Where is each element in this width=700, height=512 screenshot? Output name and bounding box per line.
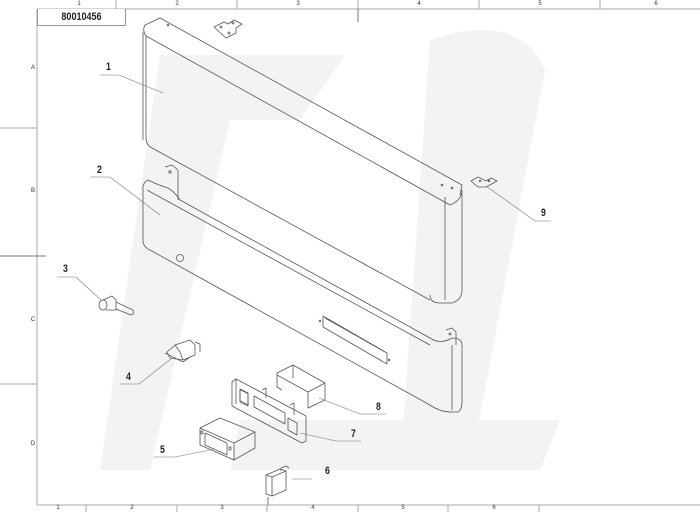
part-6-switch — [265, 465, 290, 497]
col-label-top-4: 4 — [417, 1, 421, 7]
row-label-a: A — [30, 65, 35, 71]
row-label-b: B — [30, 188, 35, 194]
watermark-logo — [100, 30, 560, 470]
part-8-rear-box — [276, 364, 326, 409]
part-3-cam-lock — [98, 295, 135, 316]
part-9-bracket — [470, 176, 498, 188]
callout-part-1: 1 — [106, 61, 111, 73]
leader-lines — [57, 74, 551, 480]
col-label-top-2: 2 — [175, 1, 179, 7]
col-label-top-6: 6 — [654, 1, 658, 7]
callout-part-3: 3 — [63, 263, 68, 275]
callout-part-4: 4 — [126, 371, 131, 383]
col-label-bottom-3: 3 — [220, 505, 224, 511]
col-label-bottom-6: 6 — [492, 505, 496, 511]
part-number-box: 80010456 — [37, 9, 126, 26]
part-1-upper-cover — [142, 17, 463, 304]
callout-part-6: 6 — [325, 465, 330, 477]
callout-part-2: 2 — [97, 164, 102, 176]
col-label-bottom-5: 5 — [401, 505, 405, 511]
col-label-top-5: 5 — [538, 1, 542, 7]
part-2-lower-housing — [142, 164, 463, 413]
part-4-latch — [164, 339, 201, 363]
callout-part-5: 5 — [160, 444, 165, 456]
callout-part-7: 7 — [351, 428, 356, 440]
row-label-d: D — [30, 441, 36, 447]
callout-part-9: 9 — [541, 207, 546, 219]
col-label-top-3: 3 — [296, 1, 300, 7]
callout-part-8: 8 — [376, 401, 381, 413]
col-label-top-1: 1 — [77, 1, 81, 7]
part-5-controller — [199, 417, 256, 461]
col-label-bottom-2: 2 — [130, 505, 134, 511]
part-7-panel-frame — [231, 378, 307, 444]
col-label-bottom-1: 1 — [56, 505, 60, 511]
part-number: 80010456 — [61, 11, 102, 23]
part-top-bracket — [213, 19, 243, 39]
row-label-c: C — [30, 317, 36, 323]
col-label-bottom-4: 4 — [311, 505, 315, 511]
